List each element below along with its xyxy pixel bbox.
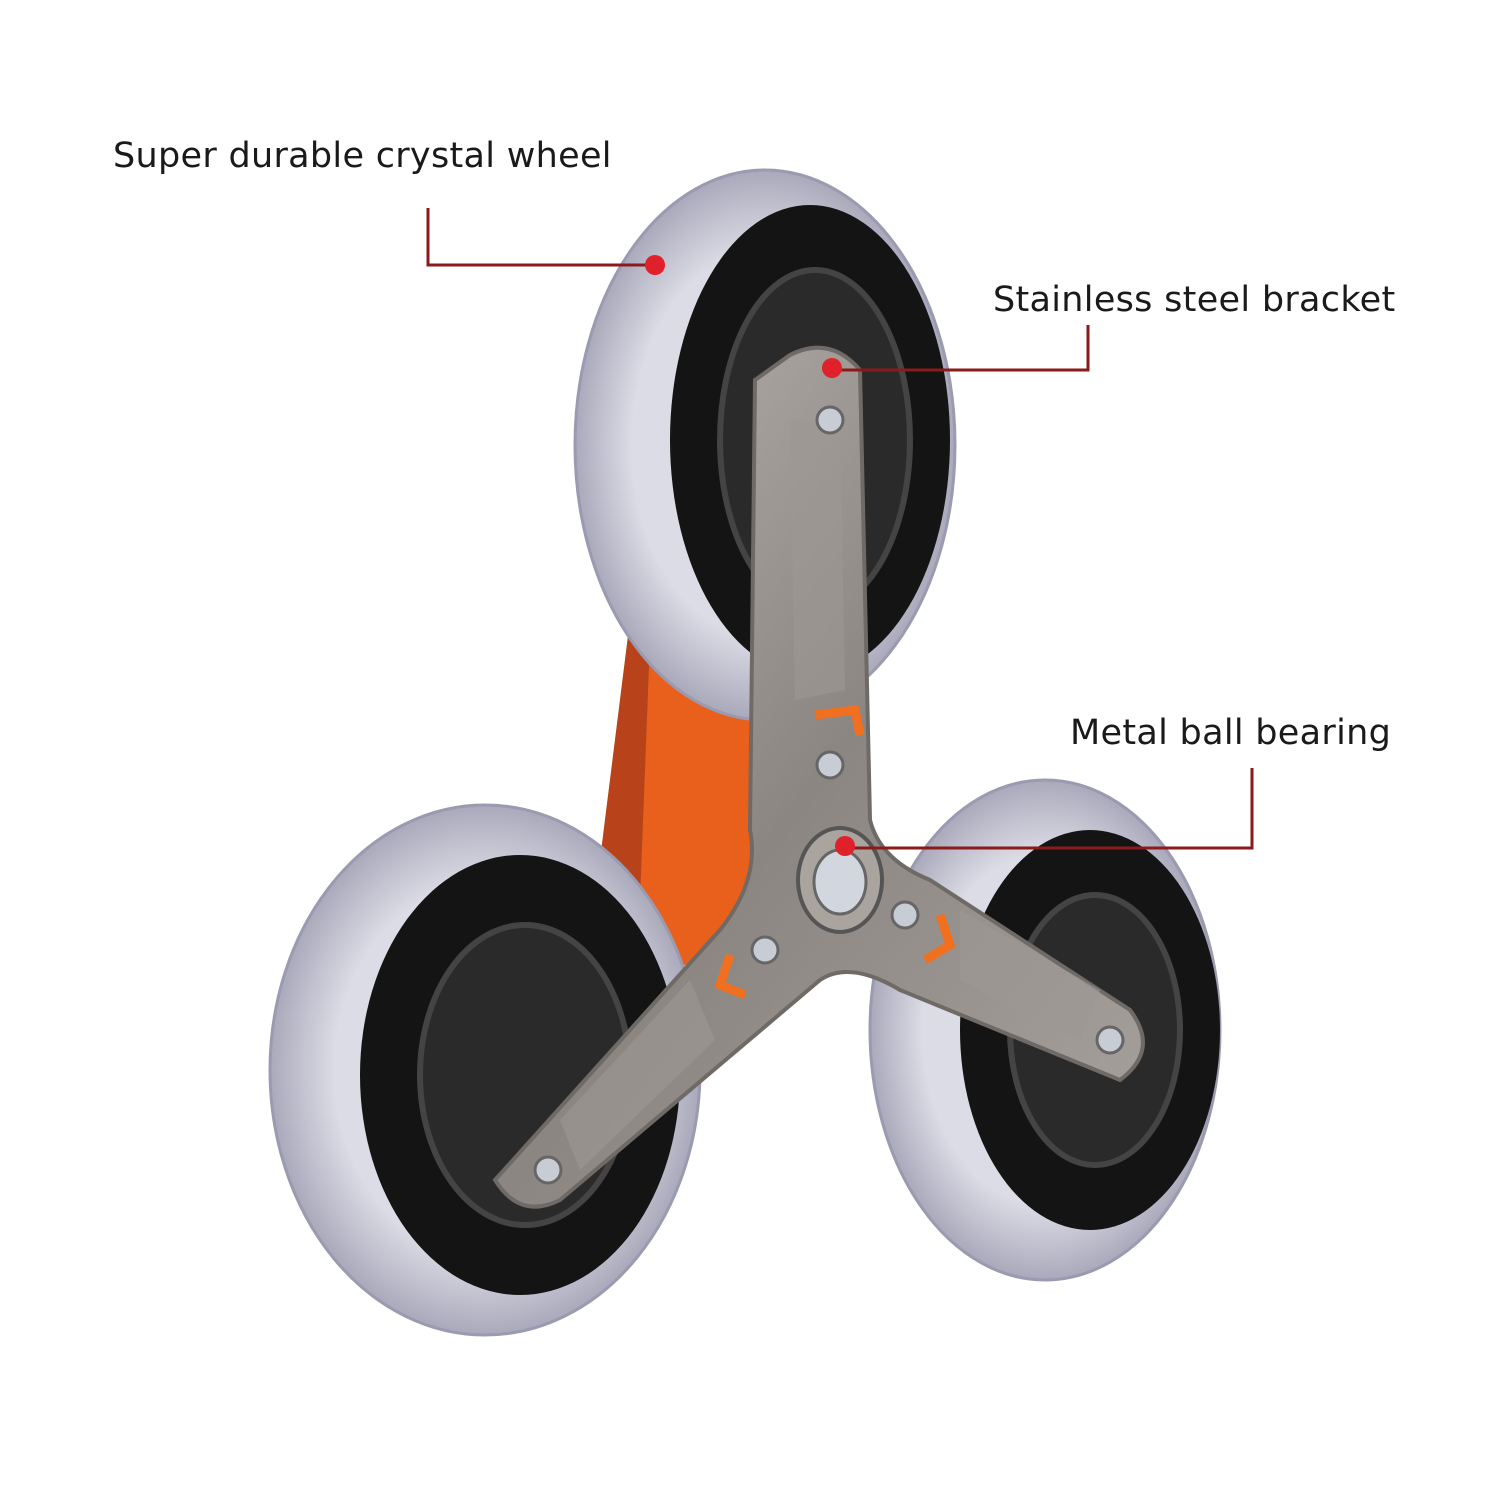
callout-dot-bracket [822,358,842,378]
callout-dot-wheel [645,255,665,275]
callout-line-wheel [426,208,655,267]
callout-dot-bearing [835,836,855,856]
ball-bearing [796,826,884,934]
stainless-steel-bracket [492,345,1145,1209]
bolts [533,405,1125,1185]
bottom-left-wheel [268,803,702,1337]
callout-lines [426,208,1254,850]
callout-line-bracket [832,325,1090,372]
callout-label-bracket: Stainless steel bracket [993,280,1396,320]
callout-dots [645,255,855,856]
callout-label-ball-bearing: Metal ball bearing [1070,713,1392,753]
orange-frame-shadow [560,620,650,930]
callout-label-crystal-wheel: Super durable crystal wheel [113,136,612,176]
callout-line-bearing [845,768,1254,850]
